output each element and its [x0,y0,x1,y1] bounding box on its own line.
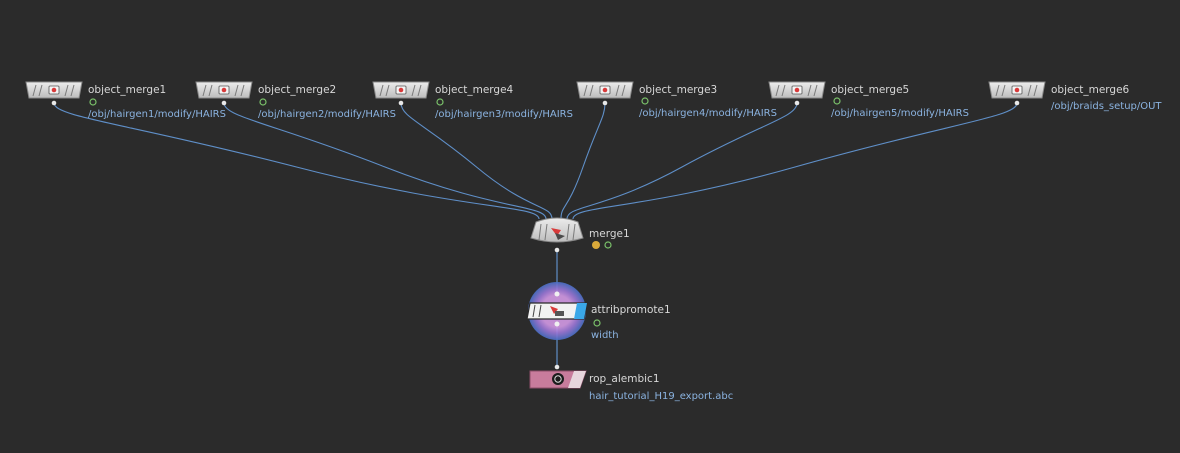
node-label-object-merge5: object_merge5 [831,84,910,96]
output-connector[interactable] [602,100,608,106]
output-connector[interactable] [794,100,800,106]
wire-layer [53,102,1018,369]
wire-object_merge2-to-merge1[interactable] [223,102,547,220]
alembic-icon [552,373,564,385]
display-flag-icon [833,97,841,105]
node-param-attribpromote1: width [591,330,619,341]
node-label-object-merge4: object_merge4 [435,84,514,96]
node-object-merge6[interactable] [988,81,1046,106]
output-connector[interactable] [1014,100,1020,106]
input-connector[interactable] [554,291,560,297]
node-path-object-merge3: /obj/hairgen4/modify/HAIRS [639,108,777,119]
object-merge-icon [218,85,230,95]
node-layer [25,81,1046,389]
node-label-object-merge1: object_merge1 [88,84,167,96]
node-path-object-merge4: /obj/hairgen3/modify/HAIRS [435,109,573,120]
wire-object_merge3-to-merge1[interactable] [560,102,606,220]
merge-icon [551,228,565,240]
warning-icon [592,241,600,249]
node-label-object-merge3: object_merge3 [639,84,718,96]
object-merge-icon [599,85,611,95]
input-connector[interactable] [554,364,560,370]
wire-object_merge1-to-merge1[interactable] [53,102,540,220]
display-flag-icon [259,98,267,106]
node-label-object-merge6: object_merge6 [1051,84,1130,96]
wire-object_merge5-to-merge1[interactable] [566,102,798,220]
node-label-rop-alembic1: rop_alembic1 [589,373,660,385]
node-object-merge2[interactable] [195,81,267,106]
display-flag-icon [604,241,612,249]
node-path-object-merge1: /obj/hairgen1/modify/HAIRS [88,109,226,120]
node-path-object-merge2: /obj/hairgen2/modify/HAIRS [258,109,396,120]
node-label-merge1: merge1 [589,228,630,240]
output-connector[interactable] [554,247,560,253]
node-label-object-merge2: object_merge2 [258,84,337,96]
output-connector[interactable] [221,100,227,106]
display-flag-icon [436,98,444,106]
display-flag-icon [641,97,649,105]
object-merge-icon [791,85,803,95]
display-flag-icon [593,319,601,327]
node-object-merge3[interactable] [576,81,649,106]
node-object-merge4[interactable] [372,81,444,106]
output-connector[interactable] [398,100,404,106]
wire-object_merge6-to-merge1[interactable] [572,102,1018,220]
node-object-merge5[interactable] [768,81,841,106]
object-merge-icon [48,85,60,95]
node-path-object-merge5: /obj/hairgen5/modify/HAIRS [831,108,969,119]
output-connector[interactable] [554,321,560,327]
wire-object_merge4-to-merge1[interactable] [400,102,553,220]
attribpromote-icon [550,306,564,316]
output-connector[interactable] [51,100,57,106]
object-merge-icon [1011,85,1023,95]
display-flag-icon [89,98,97,106]
node-output-rop-alembic1: hair_tutorial_H19_export.abc [589,391,734,402]
object-merge-icon [395,85,407,95]
node-object-merge1[interactable] [25,81,97,106]
node-merge1[interactable] [530,217,612,253]
node-label-attribpromote1: attribpromote1 [591,304,671,316]
node-path-object-merge6: /obj/braids_setup/OUT [1051,101,1162,112]
node-attribpromote1[interactable] [526,282,601,340]
node-rop-alembic1[interactable] [529,364,587,389]
